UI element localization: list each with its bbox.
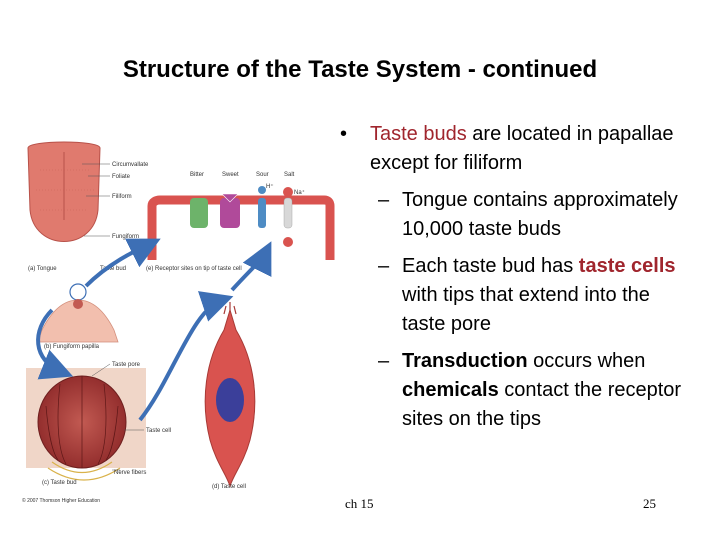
footer-chapter: ch 15 <box>345 496 374 511</box>
label-h-ion: H⁺ <box>266 183 274 190</box>
label-fungiform: Fungiform <box>112 234 139 240</box>
label-sour: Sour <box>256 172 269 178</box>
term-taste-buds: Taste buds <box>370 123 467 145</box>
term-taste-cells: taste cells <box>578 255 676 277</box>
label-fungiform-papilla: (b) Fungiform papilla <box>44 344 100 350</box>
label-receptor-sites: (e) Receptor sites on tip of taste cell <box>146 266 242 272</box>
taste-cell-illustration <box>204 302 256 488</box>
bullet-text: are located in papallae except for filif… <box>370 123 674 174</box>
sub-bullet-text: Tongue contains approximately 10,000 tas… <box>402 189 678 240</box>
term-chemicals: chemicals <box>402 379 499 401</box>
label-bitter: Bitter <box>190 172 204 178</box>
receptor-sites-panel <box>147 186 335 260</box>
label-taste-bud-small: Taste bud <box>100 266 126 272</box>
term-transduction: Transduction <box>402 350 528 372</box>
sub-bullet-taste-cells: – Each taste bud has taste cells with ti… <box>340 252 690 339</box>
figure-copyright: © 2007 Thomson Higher Education <box>22 497 100 504</box>
arrow-to-taste-cell <box>138 291 234 422</box>
label-salt: Salt <box>284 172 295 178</box>
sub-bullet-transduction: – Transduction occurs when chemicals con… <box>340 347 690 434</box>
sub-bullet-tongue: – Tongue contains approximately 10,000 t… <box>340 186 690 244</box>
magnifier-circle <box>69 283 87 301</box>
label-d-taste-cell: (d) Taste cell <box>212 484 246 490</box>
arrow-to-taste-bud <box>36 308 74 380</box>
bullet-marker: • <box>340 123 348 145</box>
fungiform-papilla-illustration <box>37 299 119 343</box>
tongue-illustration <box>27 141 101 242</box>
bullet-taste-buds: • Taste buds are located in papallae exc… <box>340 120 690 178</box>
label-taste-cell: Taste cell <box>146 428 171 434</box>
label-tongue: (a) Tongue <box>28 266 57 272</box>
label-na-ion: Na⁺ <box>294 189 305 196</box>
dash-marker: – <box>378 350 390 372</box>
label-nerve-fibers: Nerve fibers <box>114 470 146 476</box>
taste-bud-illustration <box>26 368 146 481</box>
sub-bullet-text: contact the receptor sites on the tips <box>402 379 682 430</box>
slide-title: Structure of the Taste System - continue… <box>122 56 598 83</box>
bullet-list: • Taste buds are located in papallae exc… <box>340 120 690 434</box>
label-taste-pore: Taste pore <box>112 362 141 368</box>
label-filiform: Filiform <box>112 194 132 200</box>
sub-bullet-text: with tips that extend into the taste por… <box>402 284 650 335</box>
arrow-to-fungiform <box>84 238 161 288</box>
label-circumvallate: Circumvallate <box>112 162 149 168</box>
taste-system-figure: Circumvallate Foliate Filiform Fungiform… <box>22 141 335 504</box>
dash-marker: – <box>378 189 390 211</box>
label-c-taste-bud: (c) Taste bud <box>42 480 77 486</box>
arrow-to-receptor-sites <box>230 241 272 292</box>
label-foliate: Foliate <box>112 174 131 180</box>
dash-marker: – <box>378 255 390 277</box>
label-sweet: Sweet <box>222 172 239 178</box>
sub-bullet-text: occurs when <box>527 350 646 372</box>
sub-bullet-text: Each taste bud has <box>402 255 579 277</box>
footer-page-number: 25 <box>643 496 656 511</box>
